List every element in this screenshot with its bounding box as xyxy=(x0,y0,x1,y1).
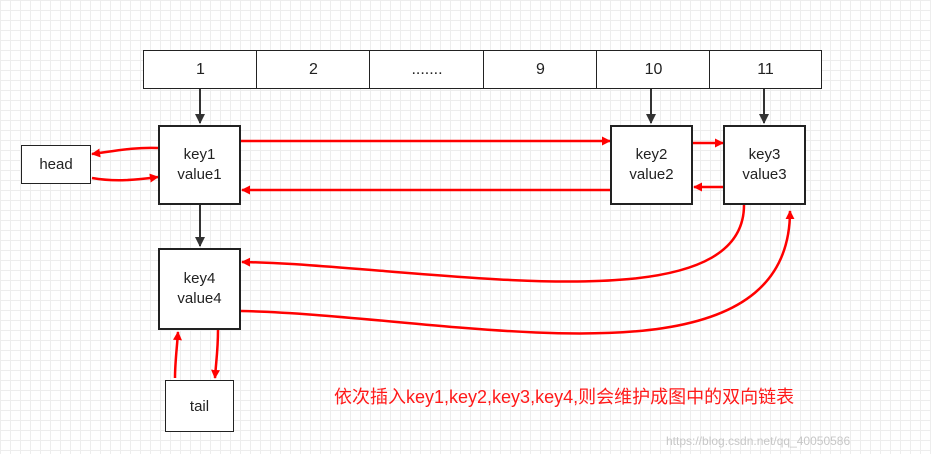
key3-to-key4-arrow xyxy=(241,204,746,283)
key1-to-head-arrow xyxy=(91,146,159,158)
node-key1: key1 value1 xyxy=(158,125,241,205)
tail-label: tail xyxy=(189,397,210,415)
bucket-cell: 1 xyxy=(143,50,258,89)
bucket-cell: 10 xyxy=(596,50,711,89)
node-key2: key2 value2 xyxy=(610,125,693,205)
bucket-cell: ....... xyxy=(369,50,485,89)
node-value-label: value2 xyxy=(629,166,674,183)
head-to-key1-arrow xyxy=(91,173,159,183)
watermark: https://blog.csdn.net/qq_40050586 xyxy=(666,434,851,448)
tail-to-key4-arrow xyxy=(173,331,182,379)
key4-to-key3-arrow xyxy=(240,210,795,335)
node-value-label: value3 xyxy=(742,166,787,183)
node-key-label: key4 xyxy=(183,270,216,287)
head-label: head xyxy=(39,156,73,173)
tail-pointer: tail xyxy=(165,380,234,432)
node-key-label: key2 xyxy=(635,146,668,163)
node-key3: key3 value3 xyxy=(723,125,806,205)
node-key-label: key1 xyxy=(183,146,216,163)
diagram-caption: 依次插入key1,key2,key3,key4,则会维护成图中的双向链表 xyxy=(334,387,795,407)
bucket-cell: 9 xyxy=(483,50,598,89)
node-key4: key4 value4 xyxy=(158,248,241,330)
node-value-label: value1 xyxy=(177,166,222,183)
bucket-cell: 11 xyxy=(709,50,822,89)
node-value-label: value4 xyxy=(177,290,222,307)
node-key-label: key3 xyxy=(748,146,781,163)
bucket-cell: 2 xyxy=(256,50,371,89)
key4-to-tail-arrow xyxy=(211,329,220,379)
head-pointer: head xyxy=(21,145,91,184)
